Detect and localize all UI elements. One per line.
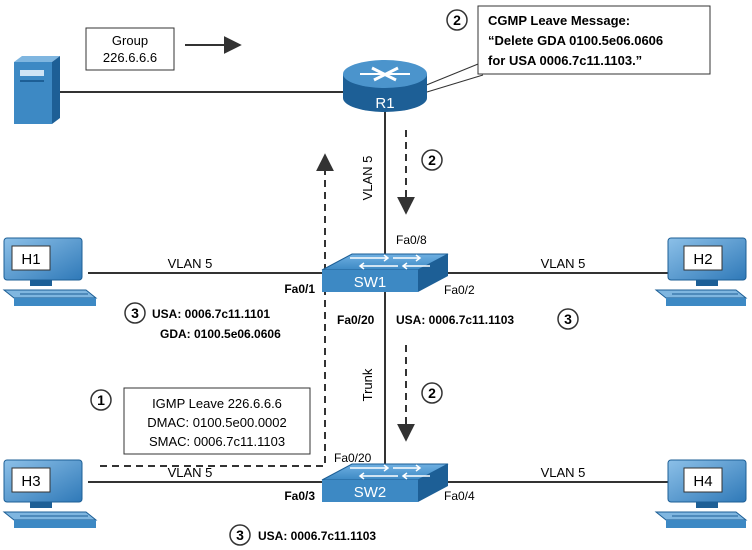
svg-text:2: 2: [428, 152, 436, 168]
port-sw1-fa0-8: Fa0/8: [396, 233, 427, 247]
trunk-label: Trunk: [360, 368, 375, 401]
router-label: R1: [375, 95, 394, 112]
svg-text:2: 2: [428, 385, 436, 401]
port-sw1-fa0-20: Fa0/20: [337, 313, 375, 327]
port-sw2-fa0-3: Fa0/3: [284, 489, 315, 503]
host-h3-label: H3: [21, 473, 40, 490]
step-marker-sw1-sw2: 2: [421, 382, 443, 404]
h4-vlan-label: VLAN 5: [541, 465, 586, 480]
sw1-left-usa: USA: 0006.7c11.1101: [152, 307, 270, 321]
sw1-left-step: 3: [131, 305, 139, 321]
sw2-cam-entry: 3 USA: 0006.7c11.1103: [229, 524, 376, 546]
cgmp-line-2: “Delete GDA 0100.5e06.0606: [488, 33, 663, 48]
group-address-box: Group 226.6.6.6: [85, 27, 175, 71]
host-h3-icon: H3: [2, 459, 98, 528]
sw2-usa: USA: 0006.7c11.1103: [258, 529, 376, 543]
host-h1-icon: H1: [2, 237, 98, 306]
switch-sw2-label: SW2: [354, 484, 387, 501]
host-h2-icon: H2: [654, 237, 748, 306]
callout-pointer-2: [426, 74, 484, 93]
igmp-line-2: DMAC: 0100.5e00.0002: [147, 415, 286, 430]
port-sw2-fa0-4: Fa0/4: [444, 489, 475, 503]
switch-sw1-label: SW1: [354, 274, 387, 291]
multicast-server-icon: [14, 56, 60, 124]
sw1-left-cam-entry: 3 USA: 0006.7c11.1101 GDA: 0100.5e06.060…: [124, 302, 281, 341]
igmp-step-number: 1: [97, 392, 105, 408]
port-sw1-fa0-2: Fa0/2: [444, 283, 475, 297]
cgmp-step-number: 2: [453, 12, 461, 28]
callout-pointer-1: [423, 61, 484, 87]
host-h4-label: H4: [693, 473, 712, 490]
group-label-line-1: Group: [112, 33, 148, 48]
cgmp-line-1: CGMP Leave Message:: [488, 13, 630, 28]
port-sw2-fa0-20: Fa0/20: [334, 451, 372, 465]
h2-vlan-label: VLAN 5: [541, 256, 586, 271]
router-r1-icon: R1: [343, 60, 427, 112]
sw1-left-gda: GDA: 0100.5e06.0606: [160, 327, 281, 341]
igmp-leave-path: [100, 153, 334, 467]
switch-sw1-icon: SW1: [321, 253, 449, 292]
step-marker-r1-sw1: 2: [421, 149, 443, 171]
cgmp-line-3: for USA 0006.7c11.1103.”: [488, 53, 642, 68]
igmp-line-1: IGMP Leave 226.6.6.6: [152, 396, 282, 411]
sw1-right-step: 3: [564, 311, 572, 327]
host-h4-icon: H4: [654, 459, 748, 528]
switch-sw2-icon: SW2: [321, 463, 449, 502]
h3-vlan-label: VLAN 5: [168, 465, 213, 480]
group-label-line-2: 226.6.6.6: [103, 50, 157, 65]
cgmp-callout: 2 CGMP Leave Message: “Delete GDA 0100.5…: [446, 5, 711, 75]
sw1-right-cam-entry: USA: 0006.7c11.1103 3: [396, 308, 579, 330]
r1-sw1-vlan-label: VLAN 5: [360, 156, 375, 201]
host-h2-label: H2: [693, 251, 712, 268]
igmp-leave-callout: 1 IGMP Leave 226.6.6.6 DMAC: 0100.5e00.0…: [90, 387, 311, 455]
h1-vlan-label: VLAN 5: [168, 256, 213, 271]
links: [58, 91, 684, 483]
sw2-step: 3: [236, 527, 244, 543]
sw1-right-usa: USA: 0006.7c11.1103: [396, 313, 514, 327]
host-h1-label: H1: [21, 251, 40, 268]
port-sw1-fa0-1: Fa0/1: [284, 282, 315, 296]
igmp-line-3: SMAC: 0006.7c11.1103: [149, 434, 285, 449]
